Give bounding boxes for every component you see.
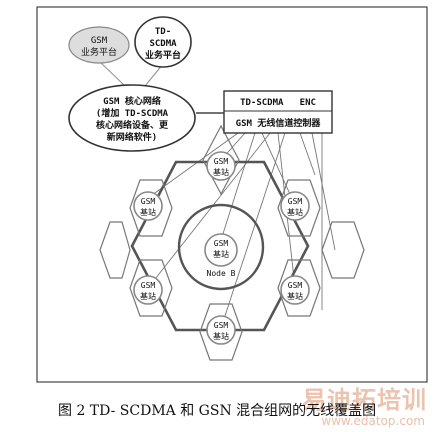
base-station-bottom: GSM 基站 [206,315,236,345]
gsm-platform-line2: 业务平台 [81,46,117,58]
base-station-circle [133,191,163,221]
core-network-ellipse [68,84,196,152]
base-station-label-2: 基站 [213,331,229,341]
tdscdma-platform-line3: 业务平台 [145,49,181,61]
base-station-top: GSM 基站 [206,151,236,181]
base-station-label-2: 基站 [213,167,229,177]
watermark-url: www.edatop.com [321,414,425,428]
base-station-label-1: GSM [214,157,229,166]
base-station-label-1: GSM [141,197,156,206]
base-station-circle [206,151,236,181]
base-station-label-2: 基站 [287,207,303,217]
base-station-label-2: 基站 [213,249,229,259]
gsm-platform-line1: GSM [91,36,108,46]
base-station-label-1: GSM [214,239,229,248]
tdscdma-platform-line1: TD- [155,27,171,37]
base-station-center: GSM 基站 Node B [204,233,238,278]
base-station-upper-left: GSM 基站 [133,191,163,221]
base-station-circle [280,275,310,305]
controller-box [223,90,333,134]
base-station-circle [280,191,310,221]
node-b-label: Node B [207,269,236,278]
base-station-circle [133,275,163,305]
base-station-label-2: 基站 [287,291,303,301]
base-station-lower-right: GSM 基站 [280,275,310,305]
node-b-coverage-circle [177,203,265,291]
base-station-label-1: GSM [288,197,303,206]
core-network-line2: (增加 TD-SCDMA [96,107,169,119]
figure-caption: 图 2 TD- SCDMA 和 GSN 混合组网的无线覆盖图 [58,403,377,419]
controller-title: TD-SCDMA ENC [240,98,316,108]
base-station-circle [206,315,236,345]
base-station-label-2: 基站 [140,291,156,301]
core-network-line3: 核心网络设备、更 [96,119,169,131]
coverage-diagram: GSM 业务平台 TD- SCDMA 业务平台 GSM 核心网络 (增加 TD-… [36,6,428,383]
core-network-line4: 新网络软件) [107,131,157,143]
gsm-platform-ellipse [68,26,130,64]
macro-cell-hexagon [130,160,310,332]
base-stations: GSM 基站 GSM 基站 GSM 基站 GSM 基站 Node B GSM 基… [133,151,310,345]
controller-subtitle: GSM 无线信道控制器 [236,117,322,129]
watermark-logo: 易迪拓培训 [302,386,427,414]
base-station-label-1: GSM [141,281,156,290]
base-station-label-2: 基站 [140,207,156,217]
tdscdma-platform-line2: SCDMA [149,39,177,49]
core-network-line1: GSM 核心网络 [103,95,161,107]
base-station-label-1: GSM [288,281,303,290]
base-station-circle [204,233,238,267]
micro-cell-hexagons [99,124,365,361]
base-station-lower-left: GSM 基站 [133,275,163,305]
base-station-upper-right: GSM 基站 [280,191,310,221]
base-station-label-1: GSM [214,321,229,330]
tdscdma-platform-ellipse [134,16,192,68]
figure-frame [36,6,428,383]
